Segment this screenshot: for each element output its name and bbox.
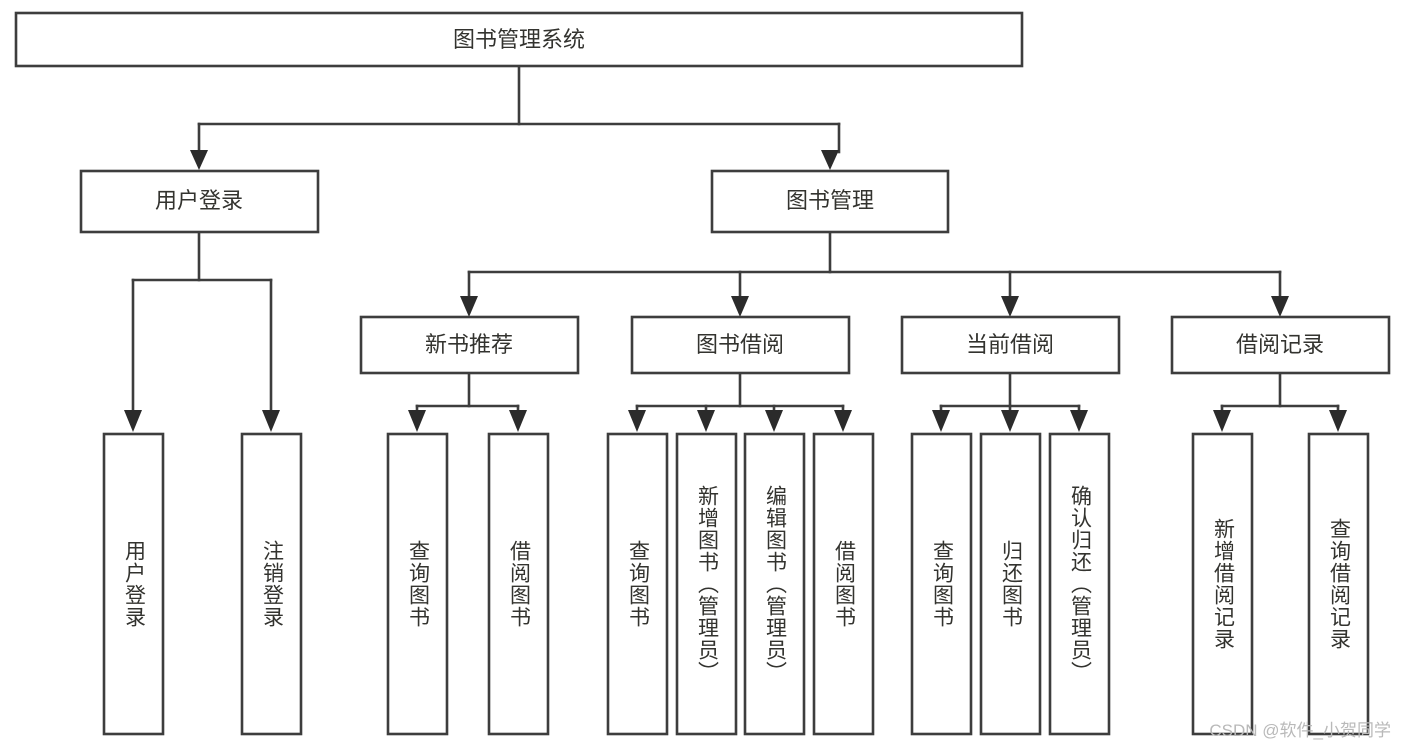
- node-current-borrow[interactable]: 当前借阅: [900, 315, 1121, 375]
- node-leaf-3-box[interactable]: [386, 432, 449, 736]
- node-current-borrow-box[interactable]: [900, 315, 1121, 375]
- arrow-to-leaf-6: [697, 410, 715, 432]
- arrow-to-leaf-13: [1329, 410, 1347, 432]
- arrow-to-leaf-2: [262, 410, 280, 432]
- node-leaf-9-label: 查询图书: [931, 540, 955, 628]
- node-new-book-rec-label: 新书推荐: [425, 332, 513, 357]
- node-new-book-rec[interactable]: 新书推荐: [359, 315, 580, 375]
- node-book-borrow-box[interactable]: [630, 315, 851, 375]
- node-leaf-4-box[interactable]: [487, 432, 550, 736]
- node-user-login[interactable]: 用户登录: [79, 169, 320, 234]
- node-leaf-2-label: 注销登录: [261, 540, 285, 628]
- node-leaf-13-box[interactable]: [1307, 432, 1370, 736]
- arrow-to-leaf-12: [1213, 410, 1231, 432]
- node-leaf-5-box[interactable]: [606, 432, 669, 736]
- arrow-to-leaf-8: [834, 410, 852, 432]
- node-leaf-10-label: 归还图书: [1000, 540, 1024, 628]
- node-leaf-11[interactable]: 确认归还（管理员）: [1048, 432, 1111, 736]
- node-leaf-12[interactable]: 新增借阅记录: [1191, 432, 1254, 736]
- node-leaf-1-box[interactable]: [102, 432, 165, 736]
- node-leaf-2-box[interactable]: [240, 432, 303, 736]
- node-leaf-8-box[interactable]: [812, 432, 875, 736]
- arrow-to-leaf-7: [765, 410, 783, 432]
- arrow-to-leaf-5: [628, 410, 646, 432]
- arrow-to-current-borrow: [1001, 296, 1019, 317]
- node-leaf-13-label: 查询借阅记录: [1328, 518, 1352, 650]
- node-leaf-10-box[interactable]: [979, 432, 1042, 736]
- node-root[interactable]: 图书管理系统: [14, 11, 1024, 68]
- node-book-admin-label: 图书管理: [786, 188, 874, 213]
- node-leaf-11-box[interactable]: [1048, 432, 1111, 736]
- node-leaf-8[interactable]: 借阅图书: [812, 432, 875, 736]
- node-book-borrow[interactable]: 图书借阅: [630, 315, 851, 375]
- arrow-to-leaf-3: [408, 410, 426, 432]
- node-leaf-6-label: 新增图书（管理员）: [696, 485, 720, 683]
- node-leaf-5[interactable]: 查询图书: [606, 432, 669, 736]
- node-current-borrow-label: 当前借阅: [966, 332, 1054, 357]
- node-user-login-label: 用户登录: [155, 188, 243, 213]
- node-book-admin[interactable]: 图书管理: [710, 169, 950, 234]
- node-leaf-5-label: 查询图书: [627, 540, 651, 628]
- arrow-to-leaf-1: [124, 410, 142, 432]
- node-user-login-box[interactable]: [79, 169, 320, 234]
- node-leaf-6-box[interactable]: [675, 432, 738, 736]
- node-book-borrow-label: 图书借阅: [696, 332, 784, 357]
- node-leaf-1-label: 用户登录: [123, 540, 147, 628]
- node-leaf-13[interactable]: 查询借阅记录: [1307, 432, 1370, 736]
- node-leaf-6[interactable]: 新增图书（管理员）: [675, 432, 738, 736]
- node-new-book-rec-box[interactable]: [359, 315, 580, 375]
- node-leaf-9[interactable]: 查询图书: [910, 432, 973, 736]
- node-borrow-record-label: 借阅记录: [1236, 332, 1324, 357]
- node-leaf-7[interactable]: 编辑图书（管理员）: [743, 432, 806, 736]
- node-leaf-9-box[interactable]: [910, 432, 973, 736]
- node-leaf-4[interactable]: 借阅图书: [487, 432, 550, 736]
- arrow-root-to-book-admin: [821, 150, 839, 170]
- node-leaf-8-label: 借阅图书: [833, 540, 857, 628]
- node-leaf-11-label: 确认归还（管理员）: [1069, 485, 1093, 683]
- node-leaf-1[interactable]: 用户登录: [102, 432, 165, 736]
- arrow-to-book-borrow: [731, 296, 749, 317]
- node-borrow-record-box[interactable]: [1170, 315, 1391, 375]
- node-root-label: 图书管理系统: [453, 27, 585, 52]
- csdn-watermark: CSDN @软件_小贺同学: [1209, 721, 1391, 740]
- arrow-to-leaf-4: [509, 410, 527, 432]
- arrow-to-new-book-rec: [460, 296, 478, 317]
- node-leaf-12-label: 新增借阅记录: [1212, 518, 1236, 650]
- arrow-root-to-user-login: [190, 150, 208, 170]
- node-leaf-3[interactable]: 查询图书: [386, 432, 449, 736]
- arrow-to-leaf-11: [1070, 410, 1088, 432]
- node-leaf-10[interactable]: 归还图书: [979, 432, 1042, 736]
- node-leaf-7-box[interactable]: [743, 432, 806, 736]
- node-leaf-7-label: 编辑图书（管理员）: [764, 485, 788, 683]
- node-borrow-record[interactable]: 借阅记录: [1170, 315, 1391, 375]
- node-book-admin-box[interactable]: [710, 169, 950, 234]
- node-root-box[interactable]: [14, 11, 1024, 68]
- node-leaf-2[interactable]: 注销登录: [240, 432, 303, 736]
- node-leaf-3-label: 查询图书: [407, 540, 431, 628]
- node-leaf-4-label: 借阅图书: [508, 540, 532, 628]
- arrow-to-leaf-10: [1001, 410, 1019, 432]
- connector-layer: [124, 64, 1347, 432]
- node-leaf-12-box[interactable]: [1191, 432, 1254, 736]
- arrow-to-borrow-record: [1271, 296, 1289, 317]
- arrow-to-leaf-9: [932, 410, 950, 432]
